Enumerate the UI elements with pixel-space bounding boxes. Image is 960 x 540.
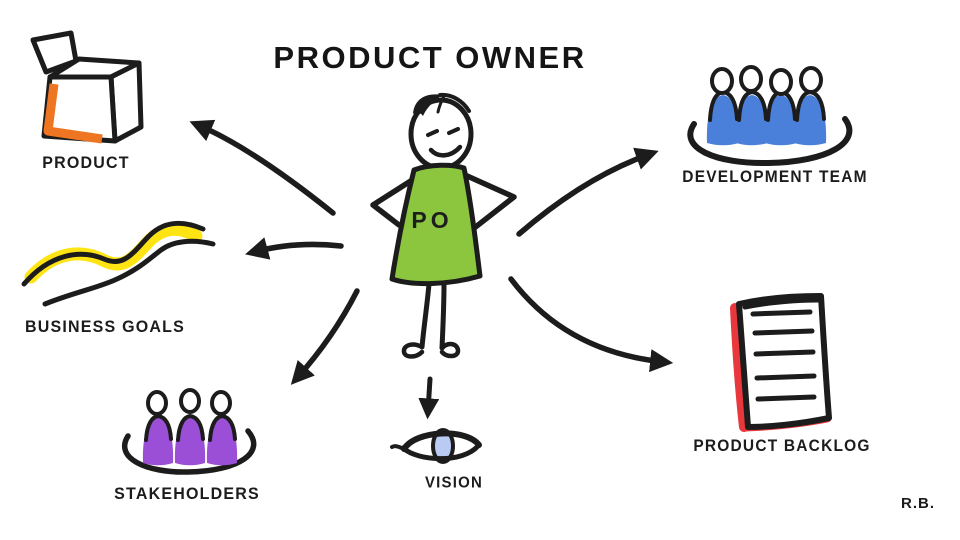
arrow-to-development-team: [516, 147, 659, 237]
po-leg-left: [419, 281, 432, 350]
label-product: PRODUCT: [42, 154, 130, 173]
team-member-body: [764, 95, 798, 146]
squiggle-black-top: [21, 220, 206, 287]
stakeholder-body: [206, 417, 238, 466]
product-backlog-notebook-icon: [730, 293, 832, 432]
stakeholder-shoulders: [208, 414, 237, 442]
stakeholder-head: [179, 388, 201, 414]
arrow-to-stakeholders: [290, 288, 360, 385]
team-swoosh: [687, 116, 853, 167]
po-figure: [370, 92, 517, 359]
eye-lower-lid: [400, 443, 481, 462]
stakeholder-head: [210, 390, 232, 416]
notebook-red-spine: [730, 303, 749, 432]
box-orange-edge: [43, 83, 103, 144]
stakeholder-body: [142, 417, 174, 466]
squiggle-yellow: [24, 222, 203, 284]
po-eye-left: [426, 129, 439, 137]
label-business-goals: BUSINESS GOALS: [25, 318, 185, 337]
po-dress: [389, 162, 483, 287]
business-goals-squiggle-icon: [21, 220, 216, 307]
team-member-head: [799, 66, 823, 94]
arrow-to-vision: [418, 376, 440, 420]
vision-eye-icon: [390, 428, 482, 464]
team-member-head: [769, 68, 793, 96]
stakeholder-shoulders: [176, 414, 205, 442]
squiggle-black-bottom: [42, 238, 216, 307]
stakeholder-head: [146, 390, 168, 416]
po-eye-right: [447, 127, 460, 135]
development-team-group-icon: [687, 65, 853, 167]
stakeholders-swoosh: [121, 428, 257, 475]
team-member-head: [739, 65, 763, 93]
product-box-icon: [30, 30, 144, 144]
label-product-backlog: PRODUCT BACKLOG: [693, 437, 871, 456]
arrow-to-product-backlog: [508, 276, 674, 373]
arrows: [189, 119, 674, 420]
team-member-body: [793, 95, 827, 146]
po-arm-left: [370, 174, 420, 228]
po-leg-right: [439, 281, 447, 351]
po-hair-part: [436, 94, 446, 114]
po-arm-right: [462, 172, 517, 232]
stakeholder-body: [174, 417, 206, 466]
stakeholder-shoulders: [144, 414, 173, 442]
arrow-to-business-goals: [245, 237, 344, 260]
diagram-title: PRODUCT OWNER: [273, 40, 587, 75]
po-smile: [428, 144, 463, 158]
stakeholders-group-icon: [121, 388, 257, 475]
team-member-head: [710, 67, 734, 95]
po-badge-text: PO: [411, 207, 453, 233]
eye-upper-lid: [401, 430, 482, 452]
label-stakeholders: STAKEHOLDERS: [114, 485, 260, 504]
team-member-body: [706, 95, 740, 146]
notebook-top-edge: [742, 297, 821, 310]
label-vision: VISION: [424, 473, 484, 492]
eye-corner-tail: [390, 444, 406, 451]
po-hair: [413, 94, 442, 116]
label-development-team: DEVELOPMENT TEAM: [682, 168, 868, 187]
notebook-text-lines: [750, 309, 817, 402]
artist-signature: R.B.: [901, 495, 935, 512]
team-member-body: [735, 95, 769, 146]
po-foot-right: [439, 341, 461, 359]
eye-iris: [431, 428, 455, 464]
arrow-to-product: [189, 119, 336, 216]
po-foot-left: [401, 342, 425, 359]
